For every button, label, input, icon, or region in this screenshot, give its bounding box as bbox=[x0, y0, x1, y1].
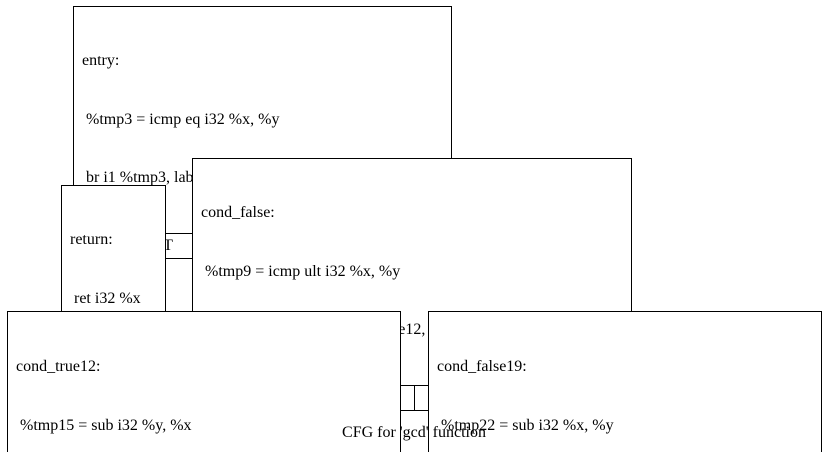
node-return-line-1: ret i32 %x bbox=[70, 289, 141, 307]
node-cond-false19-line-0: cond_false19: bbox=[437, 358, 527, 375]
node-entry-line-0: entry: bbox=[82, 52, 120, 69]
node-return-line-0: return: bbox=[70, 231, 113, 248]
node-cond-false-line-1: %tmp9 = icmp ult i32 %x, %y bbox=[201, 262, 401, 280]
node-entry-port-true[interactable]: T bbox=[163, 236, 173, 254]
node-cond-false19[interactable]: cond_false19: %tmp22 = sub i32 %x, %y %t… bbox=[428, 311, 822, 452]
node-return-body: return: ret i32 %x bbox=[62, 186, 165, 353]
node-entry-line-1: %tmp3 = icmp eq i32 %x, %y bbox=[82, 110, 280, 128]
node-cond-true12-line-0: cond_true12: bbox=[16, 358, 101, 375]
node-cond-true12[interactable]: cond_true12: %tmp15 = sub i32 %y, %x %tm… bbox=[7, 311, 401, 452]
node-cond-false-line-0: cond_false: bbox=[201, 204, 275, 221]
node-cond-true12-line-1: %tmp15 = sub i32 %y, %x bbox=[16, 416, 192, 434]
node-cond-false19-body: cond_false19: %tmp22 = sub i32 %x, %y %t… bbox=[429, 312, 821, 452]
node-cond-true12-body: cond_true12: %tmp15 = sub i32 %y, %x %tm… bbox=[8, 312, 400, 452]
node-cond-false19-line-1: %tmp22 = sub i32 %x, %y bbox=[437, 416, 614, 434]
diagram-caption: CFG for 'gcd' function bbox=[342, 424, 486, 441]
